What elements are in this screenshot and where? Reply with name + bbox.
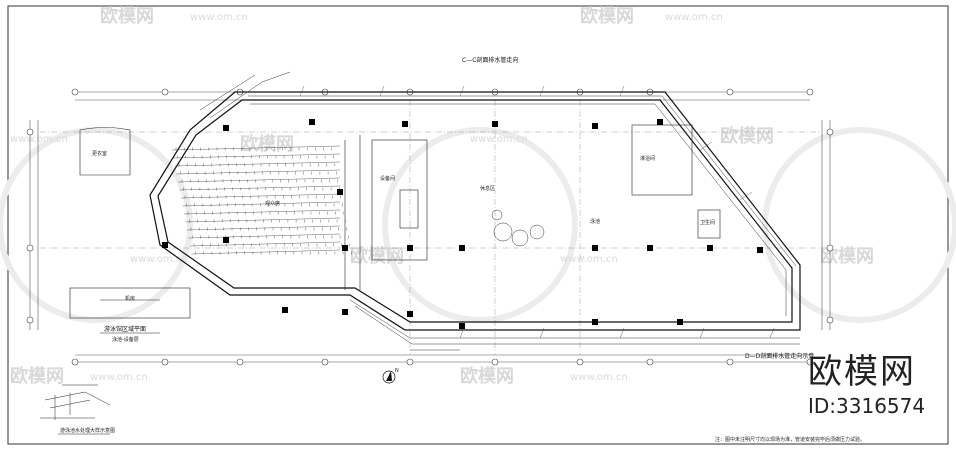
room-label: 观众席 — [265, 200, 280, 207]
seat-row — [188, 233, 341, 239]
column — [707, 245, 713, 251]
seat-row — [183, 209, 341, 215]
room-label: 更衣室 — [92, 150, 107, 157]
brand-stamp: 欧模网 ID:3316574 — [808, 352, 948, 418]
hall-name-label: 游泳馆区域平面 — [104, 325, 146, 333]
column — [407, 245, 413, 251]
column — [757, 247, 763, 253]
seat-row — [173, 153, 341, 159]
watermark-brand: 欧模网 — [100, 5, 154, 27]
watermark-brand: 欧模网 — [580, 5, 634, 27]
watermark-brand: 欧模网 — [350, 245, 404, 267]
column — [459, 323, 465, 329]
room-label: 淋浴间 — [640, 155, 655, 162]
axis-grid — [26, 88, 834, 366]
seat-row — [180, 193, 341, 199]
building-outline — [149, 91, 801, 331]
bottom-section-label: D—D剖面排水管走向示意 — [745, 352, 814, 360]
detail-diagram — [40, 384, 111, 420]
drawing-frame — [7, 5, 949, 445]
brand-stamp-id: ID:3316574 — [808, 394, 926, 418]
seat-row — [174, 161, 341, 167]
column — [657, 119, 663, 125]
seat-row — [185, 217, 341, 223]
column — [592, 245, 598, 251]
column — [223, 237, 229, 243]
watermark-url: www.om.cn — [10, 134, 68, 145]
column — [592, 123, 598, 129]
watermark-url: www.om.cn — [130, 254, 188, 265]
watermark-url: www.om.cn — [90, 372, 148, 383]
seat-row — [177, 177, 341, 183]
column — [337, 189, 343, 195]
column — [162, 242, 168, 248]
landscape-trees — [491, 209, 545, 247]
room-label: 卫生间 — [700, 219, 715, 226]
room-label: 泳池 — [590, 218, 600, 225]
seat-row — [176, 169, 341, 175]
watermark-brand: 欧模网 — [820, 245, 874, 267]
seat-row — [171, 145, 341, 151]
seat-row — [191, 249, 341, 255]
watermark-brand: 欧模网 — [720, 125, 774, 147]
hall-scale-label: 泳池-设备层 — [112, 336, 139, 343]
watermark-layer: 欧模网 欧模网 欧模网 欧模网 欧模网 欧模网 欧模网 欧模网 www.om.c… — [0, 5, 956, 387]
column — [223, 125, 229, 131]
watermark-url: www.om.cn — [665, 12, 723, 23]
column — [647, 245, 653, 251]
seat-row — [186, 225, 341, 231]
watermark-url: www.om.cn — [470, 134, 528, 145]
seat-row — [179, 185, 341, 191]
room-label: 设备间 — [380, 175, 395, 182]
column — [459, 245, 465, 251]
column — [309, 119, 315, 125]
column — [402, 121, 408, 127]
detail-caption: 游泳池水处理大样示意图 — [60, 427, 115, 434]
north-arrow: N — [382, 368, 399, 384]
bottom-note: 注：图中未注明尺寸均以现场为准，管道安装完毕后须做压力试验。 — [715, 436, 865, 443]
column — [592, 319, 598, 325]
seat-row — [189, 241, 341, 247]
column — [407, 311, 413, 317]
seat-row — [182, 201, 341, 207]
pipeline-runs — [199, 71, 800, 351]
column — [677, 319, 683, 325]
seating-area — [171, 145, 352, 255]
column — [282, 307, 288, 313]
north-label: N — [395, 368, 399, 374]
column — [492, 121, 498, 127]
watermark-brand: 欧模网 — [10, 365, 64, 387]
watermark-url: www.om.cn — [190, 12, 248, 23]
watermark-brand: 欧模网 — [240, 133, 294, 155]
room-label: 休息区 — [480, 185, 495, 192]
brand-stamp-title: 欧模网 — [808, 352, 916, 392]
column — [342, 245, 348, 251]
watermark-url: www.om.cn — [560, 254, 618, 265]
room-label: 机房 — [125, 295, 135, 302]
top-section-label: C—C剖面排水管走向 — [462, 56, 518, 64]
pipe-leaders — [299, 85, 775, 339]
column — [342, 309, 348, 315]
structural-columns — [162, 119, 763, 329]
room-labels: 观众席 泳池 休息区 设备间 更衣室 淋浴间 卫生间 机房 — [92, 150, 715, 302]
watermark-brand: 欧模网 — [460, 365, 514, 387]
watermark-url: www.om.cn — [570, 372, 628, 383]
